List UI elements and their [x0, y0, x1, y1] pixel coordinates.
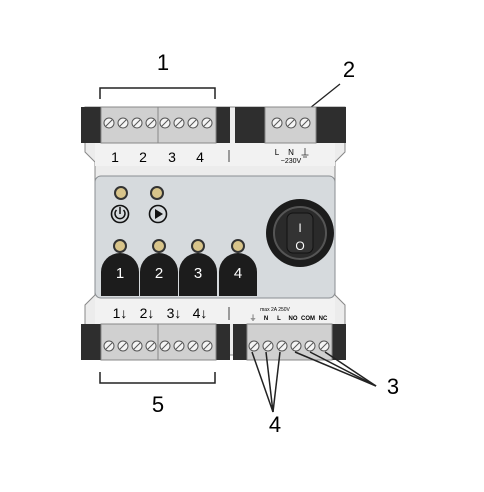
screw-terminal: [117, 117, 129, 129]
led-power: [114, 186, 128, 200]
top-output-label-4: 4: [196, 149, 204, 165]
screw-terminal: [131, 340, 143, 352]
callout-3-leaders: [294, 351, 377, 387]
power-voltage-label: ~230V: [281, 158, 302, 165]
screw-terminal: [145, 340, 157, 352]
screw-terminal: [173, 340, 185, 352]
top-output-label-1: 1: [111, 149, 119, 165]
channel-button-3[interactable]: 3: [179, 253, 217, 296]
bottom-output-screws: [103, 340, 213, 352]
bottom-left-end-block: [81, 324, 101, 360]
top-left-end-block: [81, 107, 101, 143]
screw-terminal: [173, 117, 185, 129]
bottom-right-end-block: [332, 324, 346, 360]
channel-button-1-label: 1: [116, 265, 124, 282]
power-label-n: N: [288, 148, 294, 157]
screw-terminal: [187, 117, 199, 129]
top-right-dark-block: [235, 107, 265, 143]
bottom-output-terminal-block: [100, 323, 217, 361]
top-right-end-block: [316, 107, 346, 143]
screw-terminal: [248, 340, 260, 352]
top-output-screws: [103, 117, 213, 129]
screw-terminal: [299, 117, 311, 129]
screw-terminal: [201, 340, 213, 352]
screw-terminal: [117, 340, 129, 352]
bottom-label-com: COM: [301, 316, 315, 322]
screw-terminal: [304, 340, 316, 352]
callout-2-label: 2: [343, 57, 355, 82]
power-label-l: L: [275, 148, 280, 157]
led-channel-2: [152, 239, 166, 253]
bottom-label-nc: NC: [319, 316, 328, 322]
channel-button-2-label: 2: [155, 265, 163, 282]
top-middle-block: [216, 107, 230, 143]
ground-symbol-icon: [301, 148, 309, 158]
bottom-middle-block: [216, 324, 230, 360]
callout-1-label: 1: [157, 50, 169, 75]
bottom-output-label-1: 1↓: [113, 305, 128, 321]
led-channel-1: [113, 239, 127, 253]
screw-terminal: [318, 340, 330, 352]
bottom-right-dark-block: [233, 324, 247, 360]
screw-terminal: [201, 117, 213, 129]
top-output-label-2: 2: [139, 149, 147, 165]
screw-terminal: [131, 117, 143, 129]
rocker-switch[interactable]: I O: [266, 199, 334, 267]
callout-3-label: 3: [387, 374, 399, 399]
screw-terminal: [290, 340, 302, 352]
channel-button-2[interactable]: 2: [140, 253, 178, 296]
screw-terminal: [159, 340, 171, 352]
play-icon: [148, 204, 168, 224]
screw-terminal: [262, 340, 274, 352]
callout-5-label: 5: [152, 392, 164, 417]
screw-terminal: [103, 117, 115, 129]
screw-terminal: [159, 117, 171, 129]
bottom-label-n: N: [264, 316, 268, 322]
relay-rating: max 2A 250V: [260, 307, 290, 313]
bottom-output-label-4: 4↓: [193, 305, 208, 321]
bottom-output-label-3: 3↓: [167, 305, 182, 321]
channel-button-4-label: 4: [234, 265, 242, 282]
callout-5-bracket: [99, 372, 216, 384]
power-screws: [271, 117, 311, 129]
screw-terminal: [187, 340, 199, 352]
led-channel-3: [191, 239, 205, 253]
relay-screws: [248, 340, 330, 352]
screw-terminal: [103, 340, 115, 352]
callout-1-bracket: [99, 87, 216, 99]
screw-terminal: [145, 117, 157, 129]
channel-button-3-label: 3: [194, 265, 202, 282]
switch-off-symbol: O: [295, 239, 304, 253]
switch-on-symbol: I: [298, 221, 301, 235]
led-channel-4: [231, 239, 245, 253]
callout-4-label: 4: [269, 412, 281, 437]
channel-button-4[interactable]: 4: [219, 253, 257, 296]
screw-terminal: [285, 117, 297, 129]
screw-terminal: [271, 117, 283, 129]
screw-terminal: [276, 340, 288, 352]
bottom-output-label-2: 2↓: [140, 305, 155, 321]
bottom-relay-terminal-block: [246, 323, 333, 361]
bottom-label-l: L: [277, 316, 281, 322]
bottom-label-no: NO: [289, 316, 298, 322]
led-run: [150, 186, 164, 200]
top-output-label-3: 3: [168, 149, 176, 165]
channel-button-1[interactable]: 1: [101, 253, 139, 296]
power-icon: [110, 204, 130, 224]
bottom-label-ground: ⏚: [250, 314, 257, 322]
callout-4-leaders: [251, 351, 281, 413]
